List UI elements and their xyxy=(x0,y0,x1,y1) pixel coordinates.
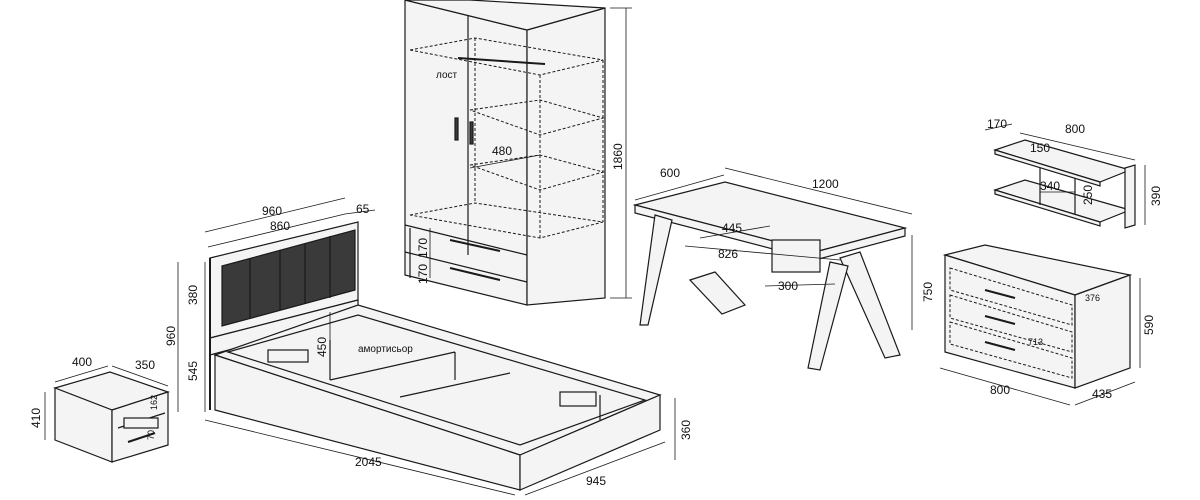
bed-width-label: 945 xyxy=(586,474,606,488)
nightstand: 162 70 400 350 410 xyxy=(29,355,170,463)
wardrobe: 1860 480 170 170 лост xyxy=(404,0,632,306)
nightstand-niche-label: 162 xyxy=(149,395,159,410)
wardrobe-drawer-2-label: 170 xyxy=(416,264,430,284)
nightstand-drawer-label: 70 xyxy=(146,430,156,440)
bed-thickness-label: 65 xyxy=(356,202,370,216)
desk-height-label: 750 xyxy=(921,282,935,302)
desk-width-label: 1200 xyxy=(812,177,839,191)
bed-inner-height-label: 450 xyxy=(315,337,329,357)
desk: 600 1200 750 445 826 300 xyxy=(632,166,935,371)
desk-depth-label: 600 xyxy=(660,166,680,180)
bed-headboard-panel-label: 860 xyxy=(270,219,290,233)
dresser-width-label: 800 xyxy=(990,383,1010,397)
shelf-width-label: 800 xyxy=(1065,122,1085,136)
bed-shock-absorber-label: амортисьор xyxy=(358,344,413,355)
dresser-inner-width-label: 713 xyxy=(1028,337,1043,347)
nightstand-height-label: 410 xyxy=(29,408,43,428)
nightstand-width-label: 400 xyxy=(72,355,92,369)
bed-base-height-label: 360 xyxy=(679,420,693,440)
bed-panel-height-label: 380 xyxy=(186,285,200,305)
bed-headboard-total-label: 960 xyxy=(262,204,282,218)
dresser-height-label: 590 xyxy=(1142,315,1156,335)
bed-length-label: 2045 xyxy=(355,455,382,469)
shelf-depth-label: 170 xyxy=(987,117,1007,131)
desk-drawer-depth-label: 300 xyxy=(778,279,798,293)
shelf-compartment-label: 340 xyxy=(1040,179,1060,193)
shelf-height-label: 390 xyxy=(1149,186,1163,206)
wardrobe-height-label: 1860 xyxy=(611,143,625,170)
wardrobe-rod-label: лост xyxy=(436,70,458,81)
desk-drawer-width-label: 445 xyxy=(722,221,742,235)
dresser-depth-label: 435 xyxy=(1092,387,1112,401)
shelf-inner-height-label: 250 xyxy=(1081,185,1095,205)
shelf-inner-depth-label: 150 xyxy=(1030,141,1050,155)
desk-leg-span-label: 826 xyxy=(718,247,738,261)
dresser: 376 713 590 800 435 xyxy=(939,244,1156,406)
wardrobe-drawer-1-label: 170 xyxy=(416,238,430,258)
wall-shelf: 170 800 150 340 250 390 xyxy=(984,117,1163,229)
dresser-drawer-width-label: 376 xyxy=(1085,293,1100,303)
bed-side-height-label: 545 xyxy=(186,361,200,381)
nightstand-depth-label: 350 xyxy=(135,358,155,372)
bed-total-height-label: 960 xyxy=(164,326,178,346)
wardrobe-shelf-depth-label: 480 xyxy=(492,144,512,158)
bed: 960 860 65 380 960 545 450 амортисьор 20… xyxy=(164,197,693,496)
